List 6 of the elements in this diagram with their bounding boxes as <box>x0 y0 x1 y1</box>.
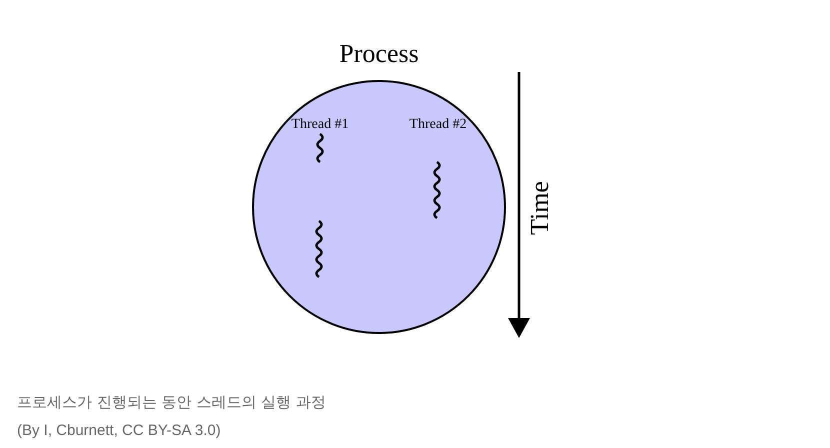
attribution-note: (By I, Cburnett, CC BY-SA 3.0) <box>17 421 221 441</box>
axis-label: Time <box>524 181 555 235</box>
caption: 프로세스가 진행되는 동안 스레드의 실행 과정 <box>17 392 326 412</box>
thread-label: Thread #1 <box>290 116 350 134</box>
thread-label: Thread #2 <box>408 116 468 134</box>
node-heading: Process <box>338 38 420 70</box>
